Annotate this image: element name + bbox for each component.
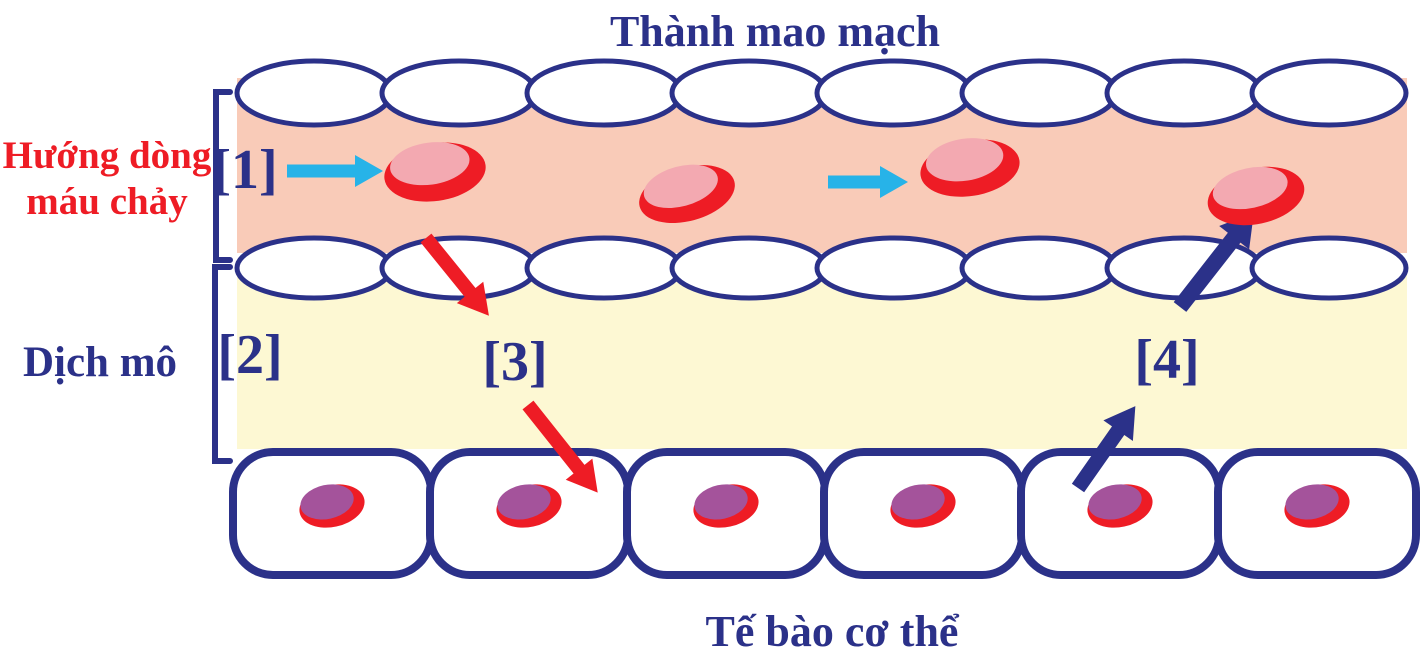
- red-blood-cell: [1207, 166, 1305, 226]
- nucleus-core: [1285, 484, 1339, 520]
- flow-direction-label-line2: máu chảy: [26, 180, 188, 223]
- return-arrow-cell-to-tissue: [1071, 406, 1136, 493]
- cell-nucleus: [1087, 484, 1153, 528]
- capillary-wall-top-row: [234, 58, 1409, 128]
- tissue-fluid-band: [237, 270, 1407, 449]
- capillary-wall-cell: [814, 58, 974, 128]
- capillary-wall-cell: [1249, 58, 1409, 128]
- rbc-face: [390, 142, 470, 186]
- rbc-face: [643, 164, 718, 209]
- rbc-face: [1212, 166, 1288, 210]
- ref-4-label: [4]: [1134, 329, 1199, 391]
- body-cell-row: [229, 448, 1420, 579]
- nucleus-core: [300, 484, 354, 520]
- capillary-wall-cell: [524, 58, 684, 128]
- cell-nucleus: [299, 484, 365, 528]
- ref-1-label: [1]: [212, 139, 277, 201]
- cell-nucleus: [890, 484, 956, 528]
- ref-3-label: [3]: [482, 331, 547, 393]
- capillary-wall-cell: [379, 58, 539, 128]
- red-blood-cell: [639, 164, 735, 224]
- return-arrow-tissue-to-capillary: [1173, 212, 1254, 312]
- rbc-face: [925, 138, 1004, 182]
- blood-flow-arrow: [287, 155, 383, 187]
- tissue-fluid-label: Dịch mô: [23, 339, 177, 386]
- ref-2-label: [2]: [217, 324, 282, 386]
- capillary-wall-cell: [959, 235, 1119, 301]
- bottom-title: Tế bào cơ thể: [706, 607, 960, 655]
- cell-nucleus: [693, 484, 759, 528]
- nucleus-core: [497, 484, 551, 520]
- capillary-bracket: [213, 89, 233, 263]
- cell-nucleus: [496, 484, 562, 528]
- capillary-wall-cell: [524, 235, 684, 301]
- cell-nucleus: [1284, 484, 1350, 528]
- capillary-wall-cell: [234, 58, 394, 128]
- capillary-wall-cell: [669, 58, 829, 128]
- red-blood-cell: [384, 142, 486, 202]
- capillary-wall-cell: [814, 235, 974, 301]
- tissue-fluid-bracket: [212, 264, 233, 464]
- nucleus-core: [694, 484, 748, 520]
- top-title: Thành mao mạch: [610, 7, 940, 56]
- flow-direction-label-line1: Hướng dòng: [3, 134, 212, 177]
- capillary-wall-cell: [669, 235, 829, 301]
- nucleus-core: [891, 484, 945, 520]
- filtration-arrow-tissue-to-cell: [522, 400, 598, 493]
- capillary-wall-cell: [234, 235, 394, 301]
- capillary-wall-cell: [1104, 58, 1264, 128]
- capillary-wall-cell: [1249, 235, 1409, 301]
- nucleus-core: [1088, 484, 1142, 520]
- filtration-arrow-capillary-to-tissue: [420, 233, 489, 316]
- blood-flow-arrow: [828, 166, 908, 198]
- red-blood-cell: [920, 138, 1020, 197]
- capillary-wall-cell: [959, 58, 1119, 128]
